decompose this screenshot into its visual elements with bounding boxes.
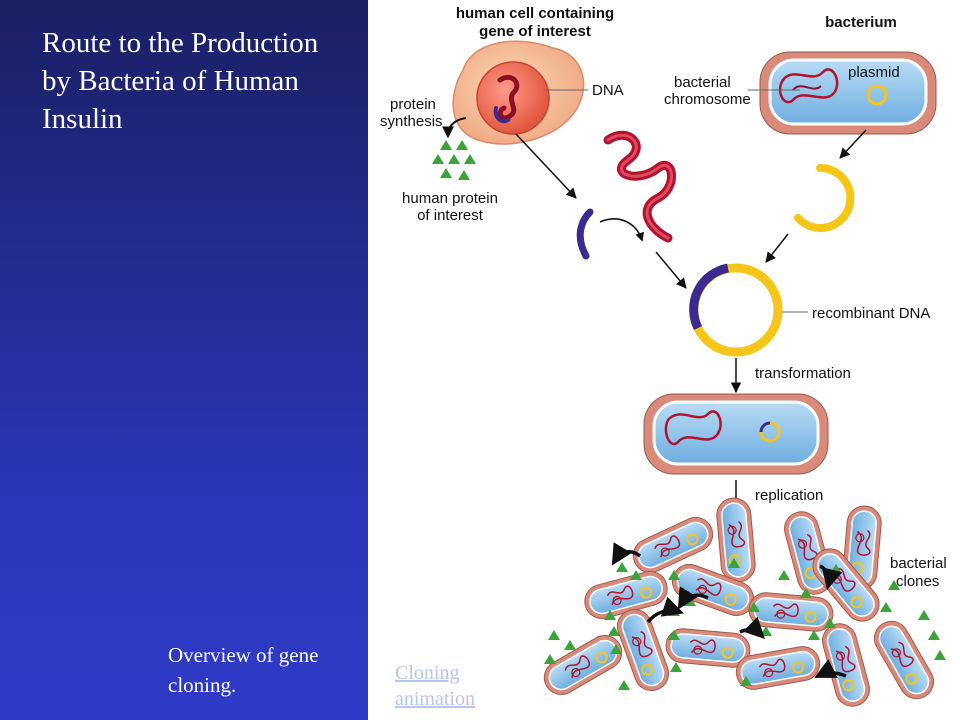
- cut-plasmid: [794, 163, 855, 232]
- bacterial-chromosome-label-2: chromosome: [664, 91, 751, 108]
- transformed-bacterium: [643, 393, 829, 475]
- bacterial-clones: [537, 495, 941, 711]
- replication-arrows: [611, 542, 847, 678]
- cloning-animation-link[interactable]: Cloning animation: [395, 662, 475, 710]
- plasmid-label: plasmid: [848, 64, 900, 81]
- extracted-dna: [576, 130, 676, 260]
- recombinant-dna-label: recombinant DNA: [812, 305, 930, 322]
- human-protein-cluster: [432, 140, 476, 180]
- bacterial-chromosome-label-1: bacterial: [674, 74, 731, 91]
- replication-label: replication: [755, 487, 823, 504]
- transformation-label: transformation: [755, 365, 851, 382]
- figure-caption: Overview of gene cloning.: [168, 643, 319, 697]
- human-protein-label-1: human protein: [402, 190, 498, 207]
- clone-proteins: [544, 558, 946, 690]
- dna-label: DNA: [592, 82, 624, 99]
- human-cell: [452, 40, 585, 145]
- human-protein-label-2: of interest: [417, 207, 484, 224]
- bacterium-label: bacterium: [825, 14, 897, 31]
- bacterial-clones-label-1: bacterial: [890, 555, 947, 572]
- recombinant-dna: [689, 263, 783, 357]
- gene-cloning-diagram: human cell containing gene of interest b…: [380, 5, 947, 711]
- bacterial-clones-label-2: clones: [896, 573, 939, 590]
- human-cell-label-2: gene of interest: [479, 23, 591, 40]
- protein-synthesis-label-2: synthesis: [380, 113, 443, 130]
- protein-synthesis-label-1: protein: [390, 96, 436, 113]
- slide-title: Route to the Production by Bacteria of H…: [42, 27, 319, 135]
- human-cell-label-1: human cell containing: [456, 5, 614, 22]
- left-panel: Route to the Production by Bacteria of H…: [0, 0, 368, 720]
- bacterium: [759, 51, 937, 135]
